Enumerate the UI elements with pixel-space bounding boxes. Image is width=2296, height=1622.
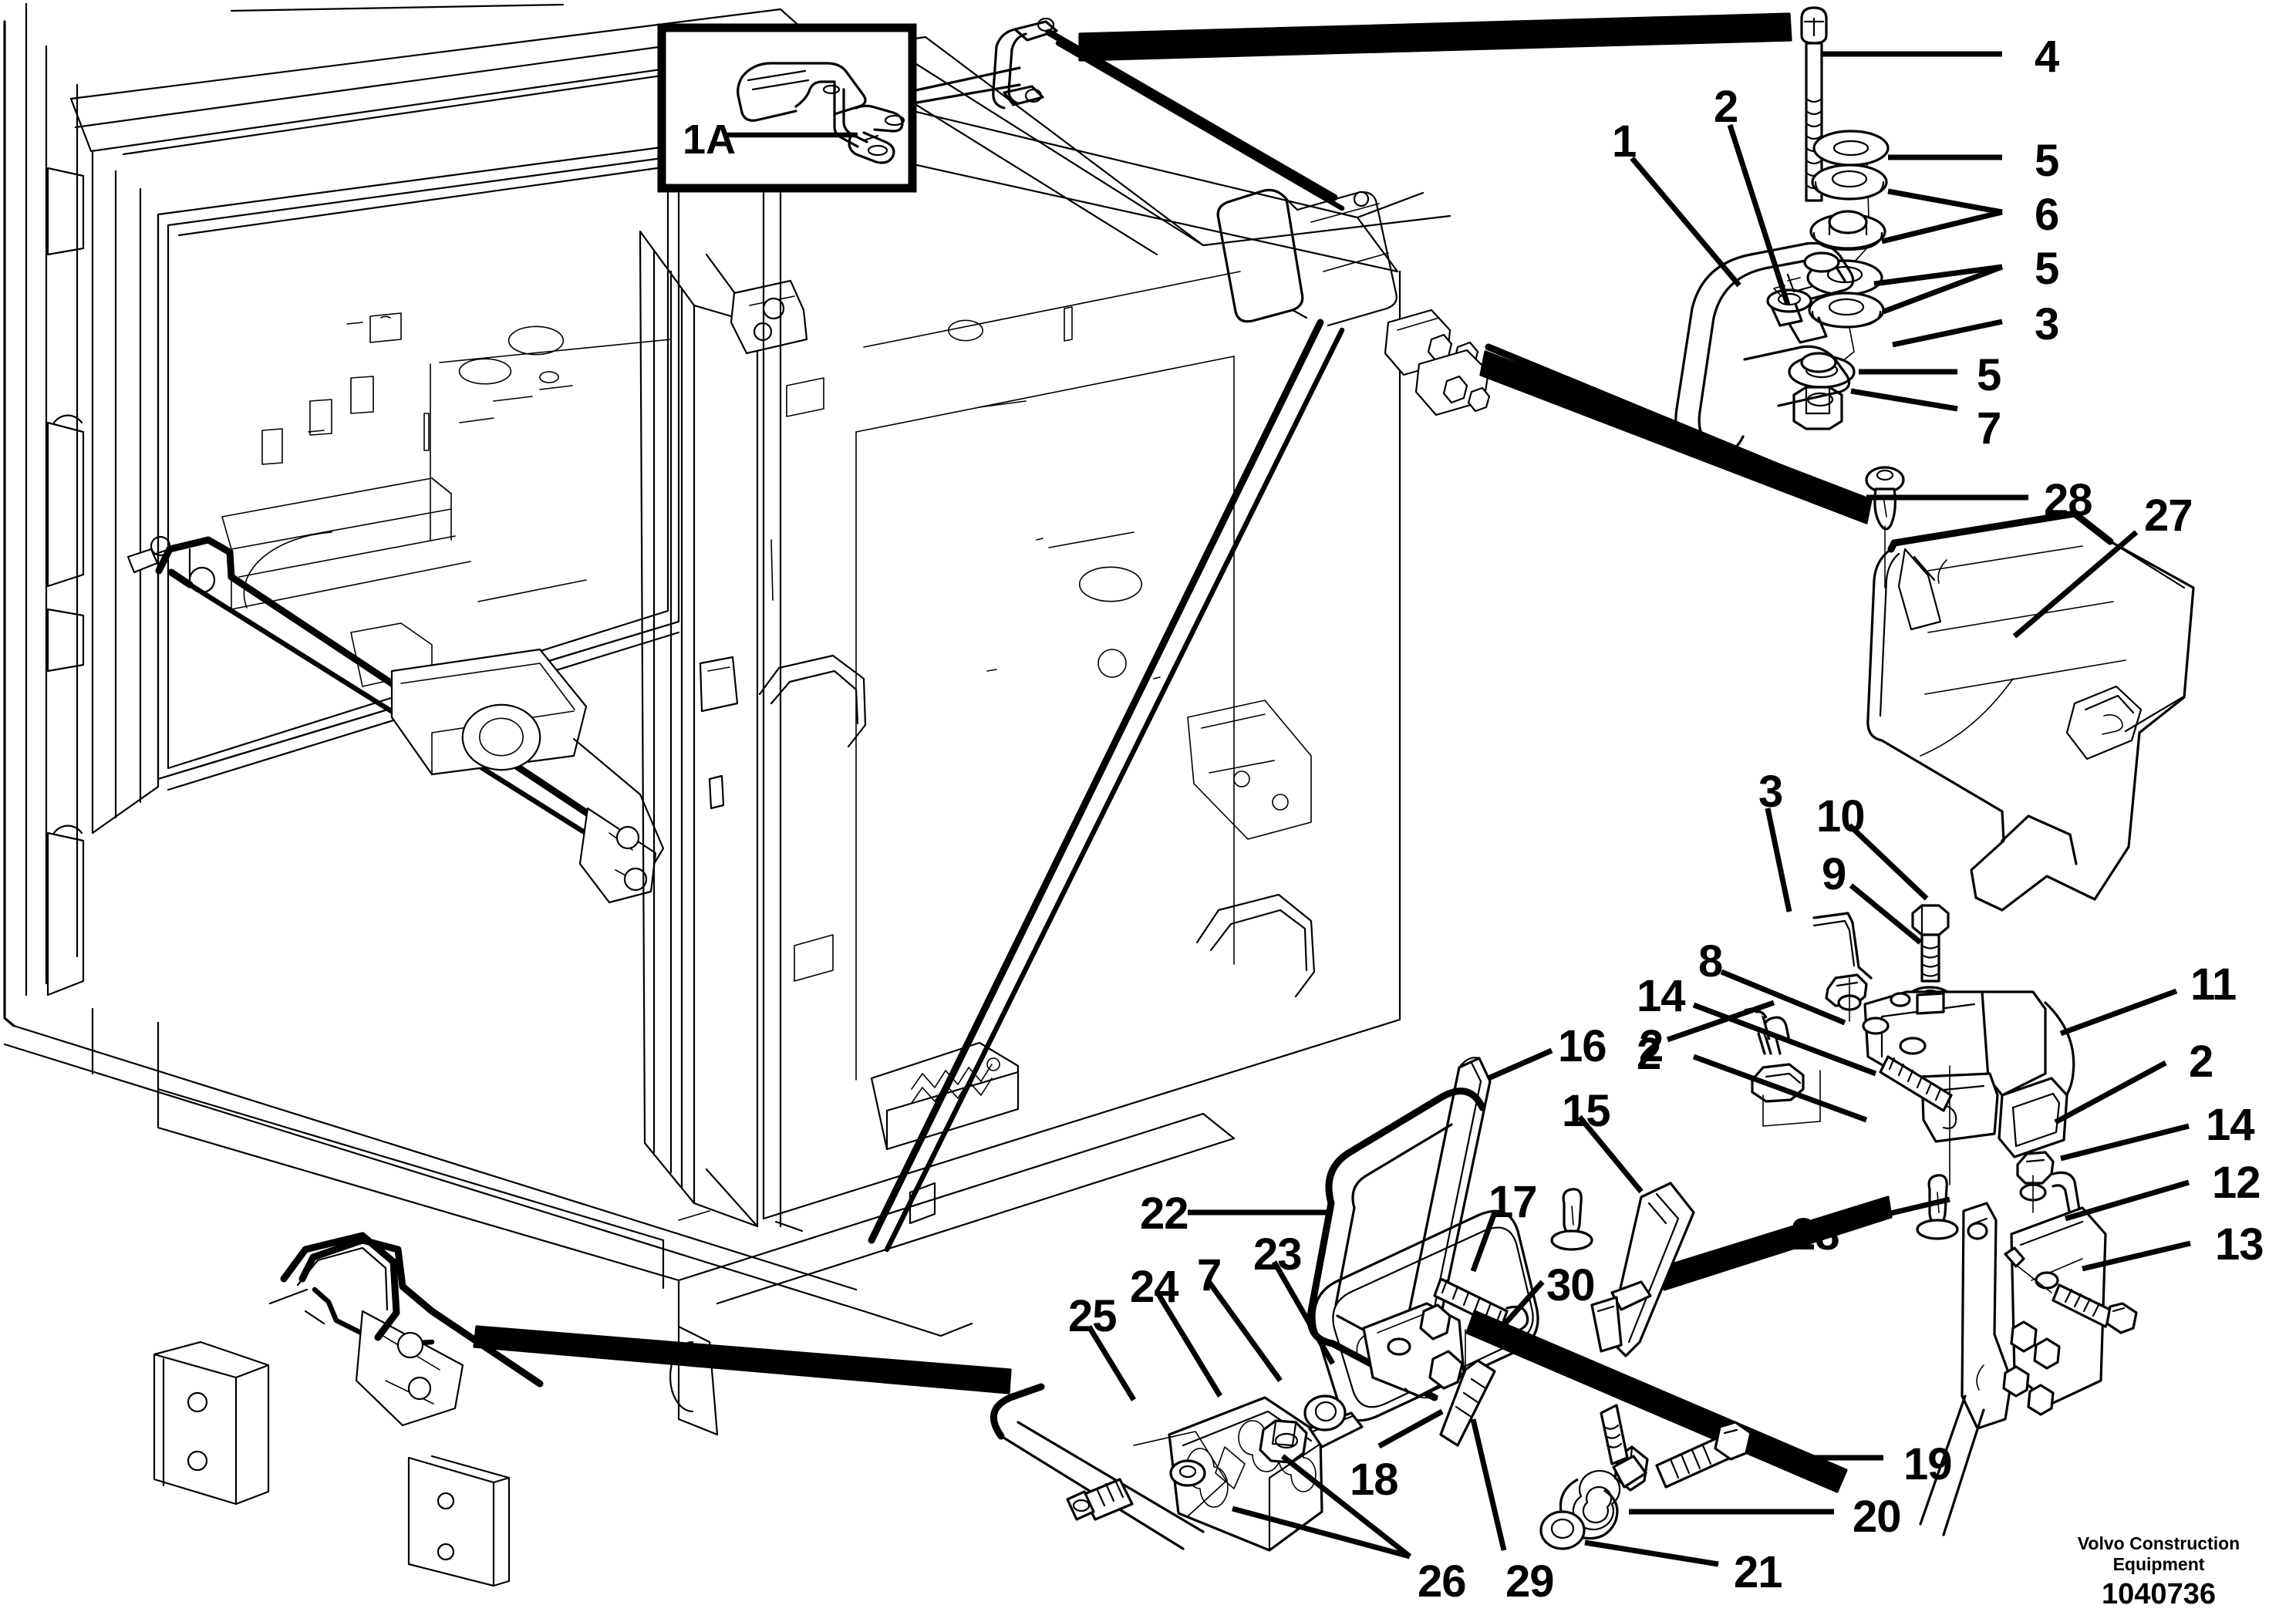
callout-number-19: 19 xyxy=(1903,1439,1953,1489)
leader-line-28 xyxy=(1841,1196,1950,1228)
leader-line-24 xyxy=(1156,1293,1222,1398)
leader-line-29 xyxy=(1470,1418,1507,1551)
leader-line-6 xyxy=(1887,188,2003,215)
callout-number-13: 13 xyxy=(2215,1219,2264,1270)
callout-number-21: 21 xyxy=(1734,1547,1783,1597)
leader-line-13 xyxy=(2082,1240,2191,1272)
callout-number-29: 29 xyxy=(1505,1556,1555,1607)
callout-number-2: 2 xyxy=(1639,1021,1664,1071)
manufacturer-name-line1: Volvo Construction xyxy=(2077,1533,2240,1553)
callout-number-3: 3 xyxy=(2035,299,2059,349)
lock-assembly xyxy=(1658,904,2138,1536)
inset-box xyxy=(657,23,1021,193)
leader-line-7 xyxy=(1205,1278,1283,1383)
leader-line-3 xyxy=(1765,808,1792,912)
callout-number-8: 8 xyxy=(1698,936,1723,986)
callout-number-5: 5 xyxy=(1977,350,2001,400)
leader-line-10 xyxy=(1847,823,1929,901)
leader-line-11 xyxy=(2059,988,2178,1037)
callout-leader-lines xyxy=(1087,51,2191,1567)
callout-number-10: 10 xyxy=(1816,791,1866,841)
callout-number-5: 5 xyxy=(2035,136,2059,186)
callout-number-28: 28 xyxy=(2044,475,2093,525)
callout-number-11: 11 xyxy=(2190,959,2237,1010)
mounted-handle-top xyxy=(992,17,1345,211)
leader-line-2 xyxy=(1727,123,1791,306)
callout-number-17: 17 xyxy=(1489,1177,1538,1227)
trim-cover-assembly xyxy=(1865,466,2195,912)
leader-line-5 xyxy=(1873,264,2003,287)
leader-line-17 xyxy=(1470,1211,1498,1273)
vertical-control-rod xyxy=(868,319,1345,1253)
callout-number-20: 20 xyxy=(1853,1492,1902,1542)
leader-line-30 xyxy=(1500,1280,1545,1329)
leader-line-7 xyxy=(1850,388,1958,412)
drawing-number: 1040736 xyxy=(2102,1578,2216,1610)
leader-line-12 xyxy=(2065,1179,2190,1222)
leader-line-5 xyxy=(1882,264,2004,315)
leader-line-2 xyxy=(1692,1054,1868,1123)
leader-line-2 xyxy=(1666,1000,1775,1043)
footer-block: Volvo Construction Equipment 1040736 xyxy=(2035,1533,2282,1611)
leader-line-25 xyxy=(1087,1325,1136,1401)
callout-number-23: 23 xyxy=(1253,1229,1303,1280)
leader-line-2 xyxy=(2054,1060,2167,1125)
callout-number-27: 27 xyxy=(2144,491,2193,541)
leader-line-8 xyxy=(1720,969,1846,1026)
callout-number-2: 2 xyxy=(1714,82,1738,132)
callout-number-22: 22 xyxy=(1140,1189,1189,1239)
leader-line-9 xyxy=(1849,883,1923,945)
leader-line-15 xyxy=(1577,1114,1644,1194)
callout-number-6: 6 xyxy=(2035,190,2059,240)
leader-line-26 xyxy=(1280,1454,1412,1559)
inset-label-1a: 1A xyxy=(683,116,737,163)
leader-line-21 xyxy=(1584,1539,1719,1567)
leader-line-23 xyxy=(1271,1260,1336,1365)
callout-number-16: 16 xyxy=(1558,1021,1607,1071)
leader-line-1 xyxy=(1630,156,1741,288)
callout-number-7: 7 xyxy=(1197,1250,1222,1300)
callout-number-25: 25 xyxy=(1068,1291,1118,1341)
callout-number-15: 15 xyxy=(1562,1086,1611,1136)
callout-number-1: 1 xyxy=(1612,116,1637,167)
top-pointer-bar xyxy=(1078,12,1792,62)
callout-number-7: 7 xyxy=(1977,403,2001,454)
handle-exploded-assembly xyxy=(1674,6,1890,457)
leader-line-6 xyxy=(1881,209,2003,244)
leader-line-26 xyxy=(1232,1506,1411,1560)
callout-number-24: 24 xyxy=(1130,1262,1179,1312)
mid-latch-block xyxy=(1216,188,1873,524)
callout-number-9: 9 xyxy=(1822,849,1846,899)
callout-number-28: 28 xyxy=(1791,1209,1840,1259)
inner-handle-assembly xyxy=(990,1007,1848,1552)
callout-number-18: 18 xyxy=(1350,1455,1399,1505)
leader-line-3 xyxy=(1892,319,2003,348)
callout-number-12: 12 xyxy=(2212,1158,2261,1208)
callout-number-14: 14 xyxy=(1637,971,1686,1021)
leader-line-16 xyxy=(1487,1047,1553,1081)
cab-frame-assembly xyxy=(3,2,1451,1587)
callout-number-30: 30 xyxy=(1546,1260,1596,1310)
callout-number-2: 2 xyxy=(1637,1029,1661,1079)
manufacturer-name-line2: Equipment xyxy=(2112,1554,2205,1574)
callout-number-2: 2 xyxy=(2189,1037,2213,1087)
callout-number-14: 14 xyxy=(2206,1100,2255,1150)
leader-line-14 xyxy=(1692,1002,1877,1077)
callout-number-5: 5 xyxy=(2035,244,2059,294)
callout-number-26: 26 xyxy=(1418,1556,1467,1607)
leader-line-27 xyxy=(2012,530,2139,639)
callout-number-3: 3 xyxy=(1758,767,1783,817)
leader-line-14 xyxy=(2060,1123,2190,1162)
leader-line-18 xyxy=(1377,1408,1444,1449)
callout-number-4: 4 xyxy=(2035,32,2059,82)
